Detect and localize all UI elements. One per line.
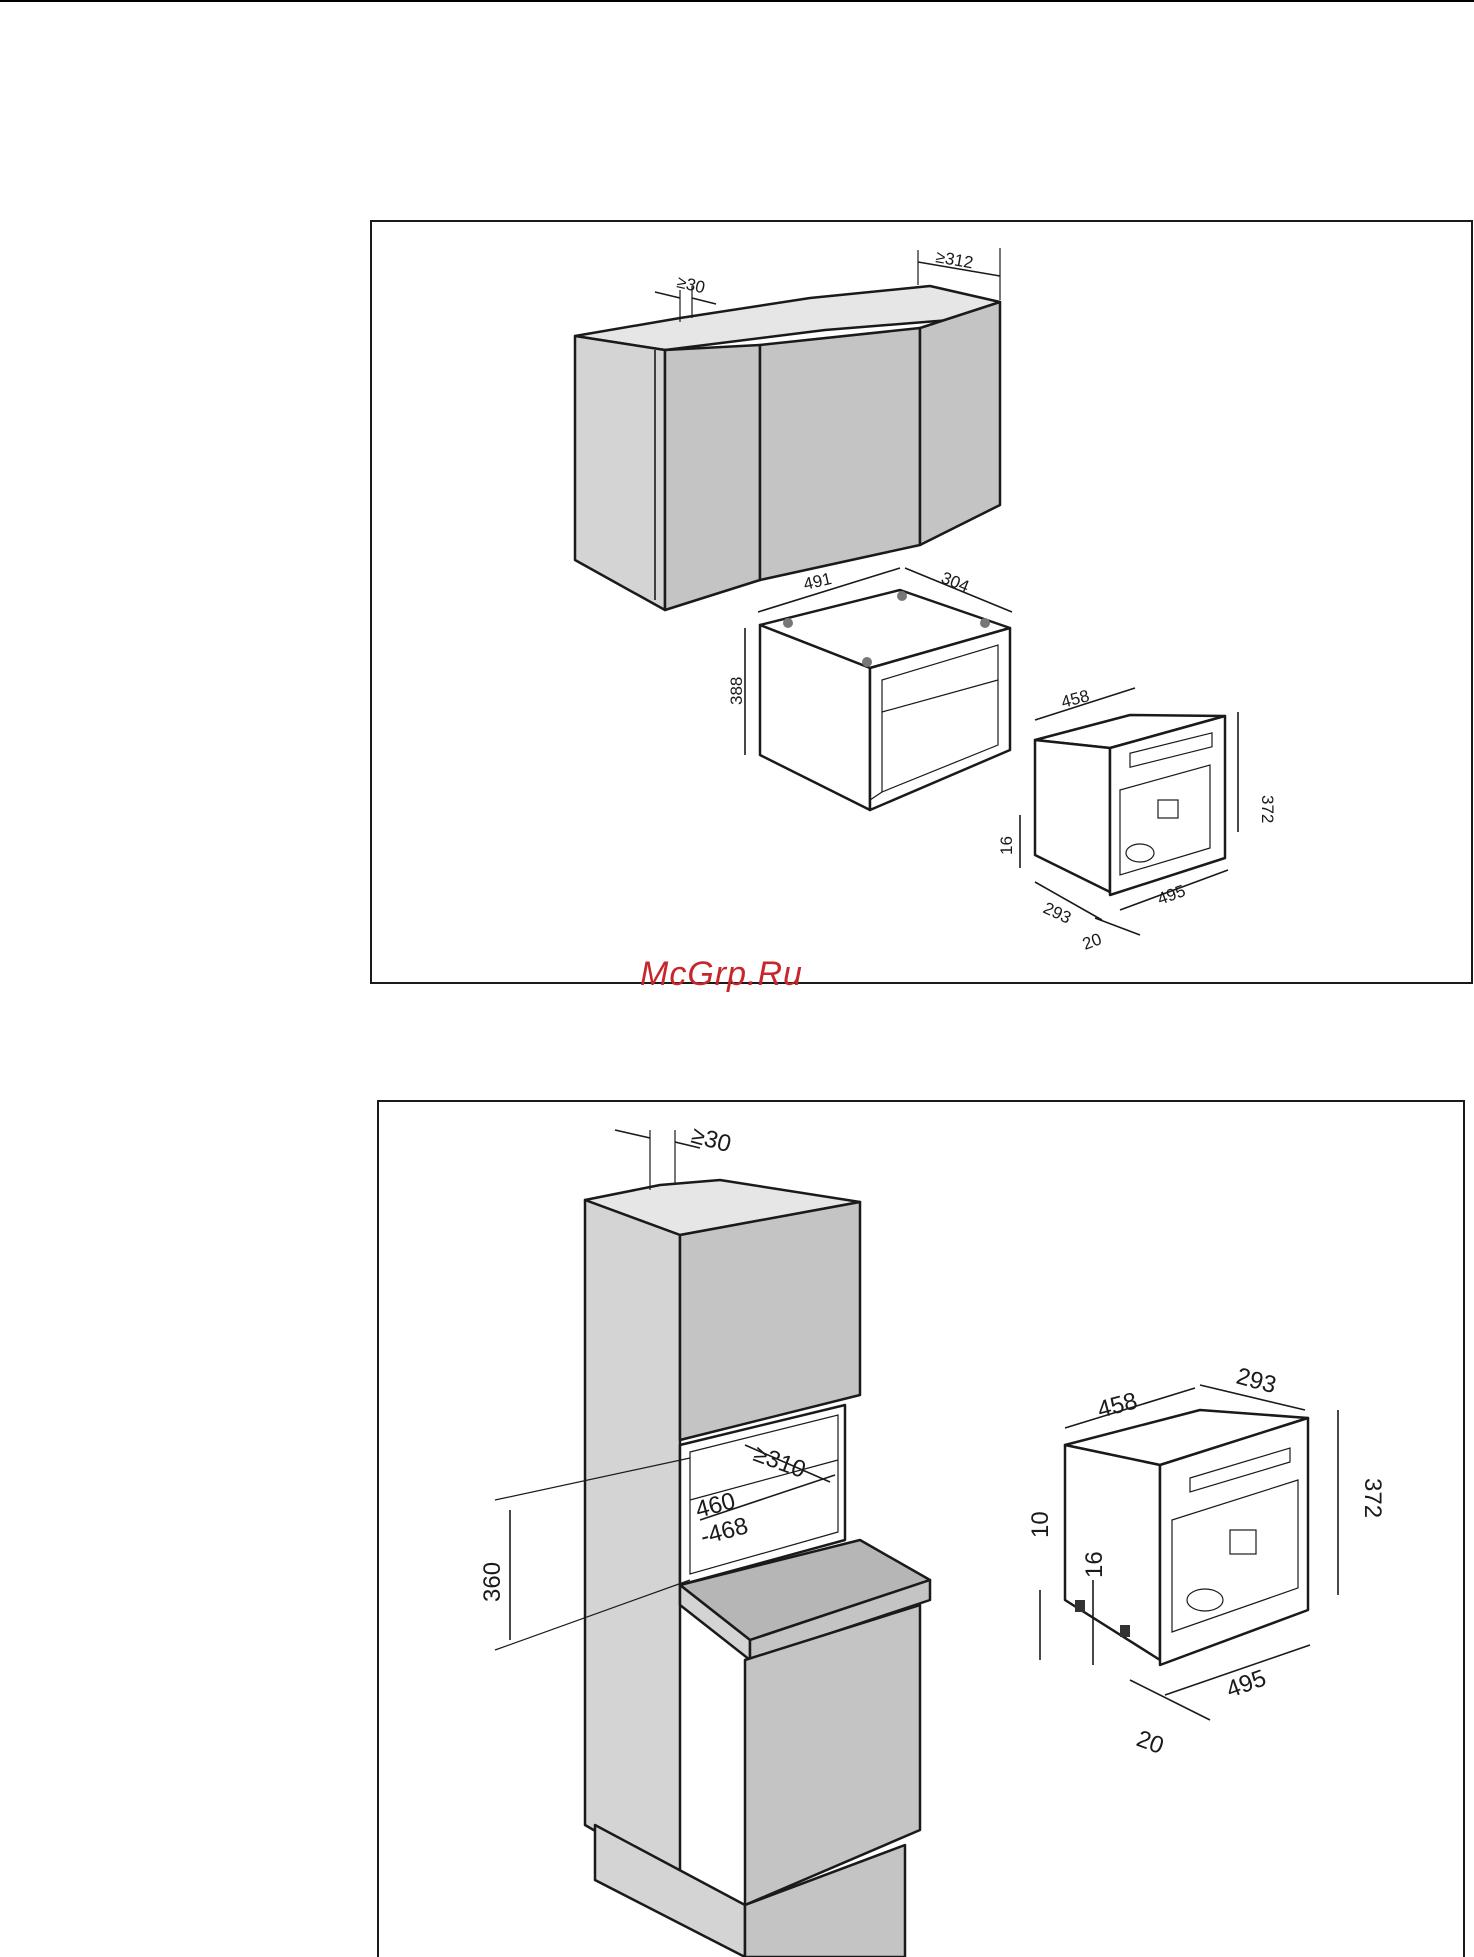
dim2-base-offset: 16 <box>1081 1551 1108 1578</box>
dim2-front-depth: 20 <box>1133 1725 1167 1760</box>
tall-cabinet-upper-door <box>680 1202 860 1440</box>
dim2-appliance-depth: 293 <box>1233 1363 1279 1399</box>
tall-cabinet <box>585 1180 930 1957</box>
dim2-front-width: 495 <box>1223 1665 1270 1704</box>
dim2-gap-top: ≥30 <box>688 1122 734 1158</box>
coffee-machine-2 <box>1065 1410 1308 1665</box>
appliance-2-side <box>1065 1445 1160 1660</box>
dim2-feet-height: 10 <box>1027 1511 1054 1538</box>
dim2-appliance-width: 458 <box>1095 1387 1141 1423</box>
dim2-appliance-height: 372 <box>1359 1478 1386 1518</box>
dim2-niche-height: 360 <box>479 1562 506 1602</box>
tall-cabinet-side <box>585 1200 680 1880</box>
